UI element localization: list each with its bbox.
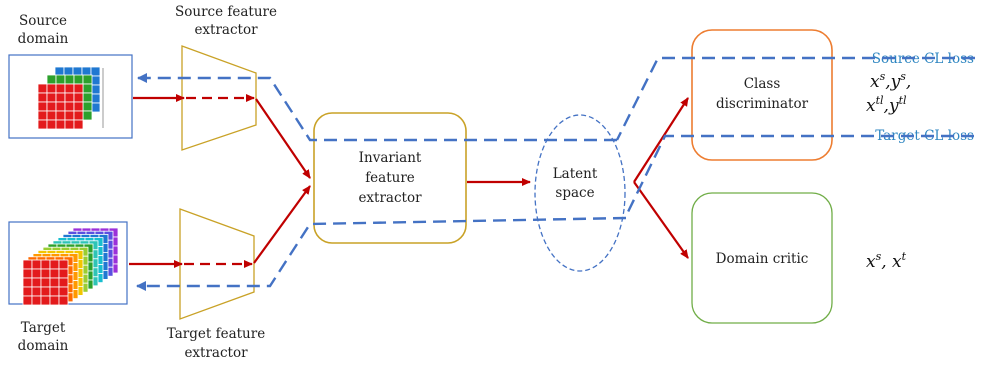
source-feature-extractor [181,45,257,151]
latent-to-class-arrow [633,97,689,183]
source-domain-label-line1: Source [19,13,67,29]
target-domain-label-line1: Target [21,320,66,336]
critic-data-label: xs, xt [866,250,907,272]
latent-label-line1: Latent [553,166,598,182]
backward-arrows [136,56,975,291]
class-discriminator [691,29,833,161]
tgt-to-invariant-arrow [253,185,311,264]
target-feature-extractor [179,208,255,320]
invariant-label-line1: Invariant [359,150,422,166]
invariant-label-line3: extractor [358,190,422,206]
source-extractor-label-line2: extractor [194,22,258,38]
target-cl-gradient-line [624,134,974,217]
class-data-line2: xtl,ytl [866,94,907,116]
latent-to-critic-arrow [633,181,689,259]
target-extractor-label-line2: extractor [184,345,248,361]
invariant-feature-extractor [313,112,467,244]
source-domain-image [8,54,133,139]
class-disc-label-line1: Class [744,76,781,92]
latent-label-line2: space [555,185,594,201]
source-domain-label-line2: domain [18,31,69,47]
source-cl-gradient-line [615,56,975,141]
target-domain-label-line2: domain [18,338,69,354]
target-backward-arrow [136,216,627,291]
forward-arrows [129,94,689,268]
source-backward-arrow [137,73,617,142]
source-layer-red [37,83,84,130]
invariant-label-line2: feature [365,170,415,186]
latent-space [534,114,626,272]
domain-critic [691,192,833,324]
class-data-line1: xs,ys, [870,70,911,92]
source-extractor-label-line1: Source feature [175,4,277,20]
target-extractor-label-line1: Target feature [167,326,265,342]
class-disc-label-line2: discriminator [716,96,809,112]
target-domain-image [8,221,128,306]
domain-critic-label: Domain critic [716,251,809,267]
src-to-invariant-arrow [255,98,311,179]
target-layer-10 [22,259,69,306]
